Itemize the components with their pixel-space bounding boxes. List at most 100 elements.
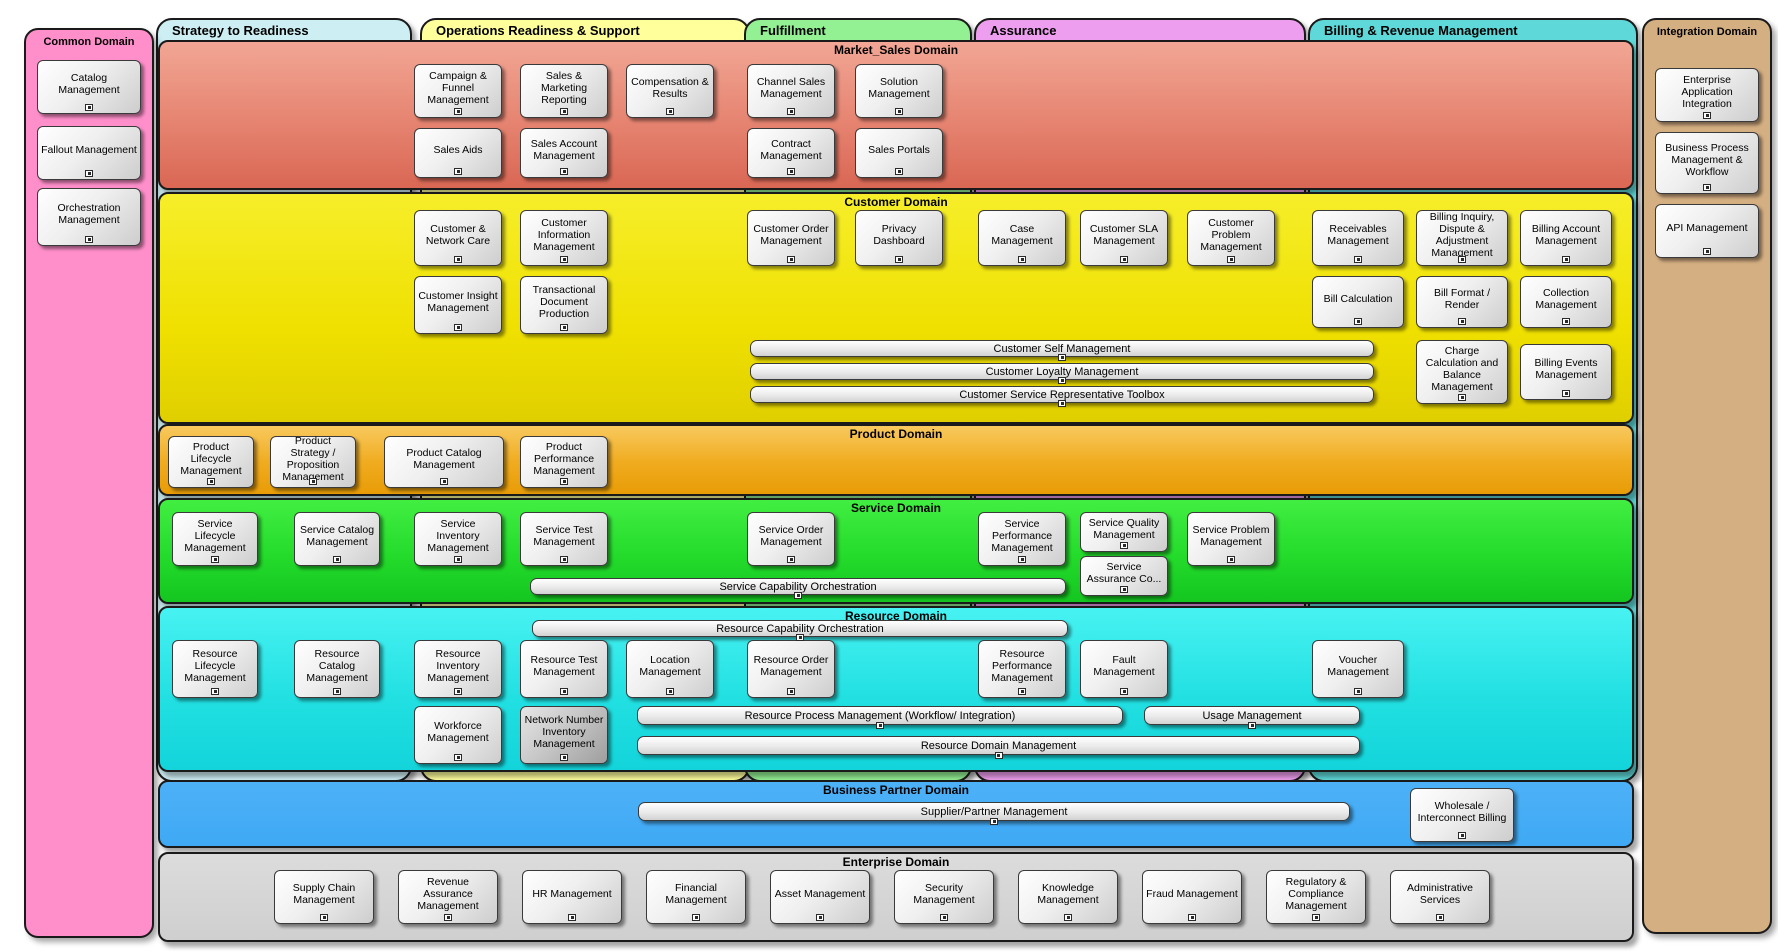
node-transactional-document-production[interactable]: Transactional Document Production — [520, 276, 608, 334]
node-label: Revenue Assurance Management — [417, 875, 479, 913]
node-fallout-management[interactable]: Fallout Management — [37, 126, 141, 180]
bar-resource-process-management[interactable]: Resource Process Management (Workflow/ I… — [637, 706, 1123, 729]
composite-icon — [560, 108, 568, 115]
bar-label: Resource Capability Orchestration — [716, 622, 884, 635]
node-product-lifecycle-management[interactable]: Product Lifecycle Management — [168, 436, 254, 488]
node-bill-format-render[interactable]: Bill Format / Render — [1416, 276, 1508, 328]
node-administrative-services[interactable]: Administrative Services — [1390, 870, 1490, 924]
node-label: Case Management — [991, 222, 1053, 247]
node-charge-calculation-balance-management[interactable]: Charge Calculation and Balance Managemen… — [1416, 340, 1508, 404]
node-label: Service Catalog Management — [299, 523, 375, 548]
node-product-catalog-management[interactable]: Product Catalog Management — [384, 436, 504, 488]
node-resource-lifecycle-management[interactable]: Resource Lifecycle Management — [172, 640, 258, 698]
node-case-management[interactable]: Case Management — [978, 210, 1066, 266]
node-financial-management[interactable]: Financial Management — [646, 870, 746, 924]
bar-usage-management[interactable]: Usage Management — [1144, 706, 1360, 729]
node-collection-management[interactable]: Collection Management — [1520, 276, 1612, 328]
node-label: Customer Information Management — [533, 216, 595, 254]
node-resource-inventory-management[interactable]: Resource Inventory Management — [414, 640, 502, 698]
bar-label: Resource Process Management (Workflow/ I… — [744, 709, 1016, 722]
node-privacy-dashboard[interactable]: Privacy Dashboard — [855, 210, 943, 266]
node-customer-sla-management[interactable]: Customer SLA Management — [1080, 210, 1168, 266]
node-business-process-management-workflow[interactable]: Business Process Management & Workflow — [1655, 132, 1759, 194]
composite-icon — [1458, 318, 1466, 325]
node-catalog-management[interactable]: Catalog Management — [37, 60, 141, 114]
node-service-lifecycle-management[interactable]: Service Lifecycle Management — [172, 512, 258, 566]
node-product-strategy-proposition-management[interactable]: Product Strategy / Proposition Managemen… — [270, 435, 356, 488]
node-receivables-management[interactable]: Receivables Management — [1312, 210, 1404, 266]
node-resource-order-management[interactable]: Resource Order Management — [747, 640, 835, 698]
node-campaign-funnel-management[interactable]: Campaign & Funnel Management — [414, 64, 502, 118]
node-customer-insight-management[interactable]: Customer Insight Management — [414, 276, 502, 334]
node-customer-information-management[interactable]: Customer Information Management — [520, 210, 608, 266]
node-sales-aids[interactable]: Sales Aids — [414, 128, 502, 178]
node-customer-network-care[interactable]: Customer & Network Care — [414, 210, 502, 266]
node-hr-management[interactable]: HR Management — [522, 870, 622, 924]
bar-customer-loyalty-management[interactable]: Customer Loyalty Management — [750, 363, 1374, 384]
bar-resource-capability-orchestration[interactable]: Resource Capability Orchestration — [532, 620, 1068, 641]
node-service-assurance-control[interactable]: Service Assurance Co... — [1080, 556, 1168, 596]
node-workforce-management[interactable]: Workforce Management — [414, 706, 502, 764]
node-service-order-management[interactable]: Service Order Management — [747, 512, 835, 566]
node-wholesale-interconnect-billing[interactable]: Wholesale / Interconnect Billing — [1410, 788, 1514, 842]
node-compensation-results[interactable]: Compensation & Results — [626, 64, 714, 118]
bar-resource-domain-management[interactable]: Resource Domain Management — [637, 736, 1360, 759]
node-sales-account-management[interactable]: Sales Account Management — [520, 128, 608, 178]
node-service-catalog-management[interactable]: Service Catalog Management — [294, 512, 380, 566]
node-service-performance-management[interactable]: Service Performance Management — [978, 512, 1066, 566]
node-billing-inquiry-dispute-adjustment-management[interactable]: Billing Inquiry, Dispute & Adjustment Ma… — [1416, 210, 1508, 266]
composite-icon — [1064, 914, 1072, 921]
node-sales-portals[interactable]: Sales Portals — [855, 128, 943, 178]
bar-customer-self-management[interactable]: Customer Self Management — [750, 340, 1374, 361]
node-product-performance-management[interactable]: Product Performance Management — [520, 436, 608, 488]
node-sales-marketing-reporting[interactable]: Sales & Marketing Reporting — [520, 64, 608, 118]
composite-icon — [333, 556, 341, 563]
bar-supplier-partner-management[interactable]: Supplier/Partner Management — [638, 802, 1350, 825]
composite-icon — [333, 688, 341, 695]
composite-icon — [1227, 556, 1235, 563]
node-contract-management[interactable]: Contract Management — [747, 128, 835, 178]
node-billing-events-management[interactable]: Billing Events Management — [1520, 344, 1612, 400]
node-knowledge-management[interactable]: Knowledge Management — [1018, 870, 1118, 924]
node-revenue-assurance-management[interactable]: Revenue Assurance Management — [398, 870, 498, 924]
node-channel-sales-management[interactable]: Channel Sales Management — [747, 64, 835, 118]
node-customer-order-management[interactable]: Customer Order Management — [747, 210, 835, 266]
node-fault-management[interactable]: Fault Management — [1080, 640, 1168, 698]
composite-icon — [1058, 377, 1066, 384]
node-network-number-inventory-management[interactable]: Network Number Inventory Management — [520, 706, 608, 764]
bar-label: Usage Management — [1202, 709, 1302, 722]
composite-icon — [320, 914, 328, 921]
node-label: Service Test Management — [533, 523, 595, 548]
node-regulatory-compliance-management[interactable]: Regulatory & Compliance Management — [1266, 870, 1366, 924]
bar-service-capability-orchestration[interactable]: Service Capability Orchestration — [530, 578, 1066, 599]
node-enterprise-application-integration[interactable]: Enterprise Application Integration — [1655, 68, 1759, 122]
composite-icon — [666, 688, 674, 695]
node-resource-catalog-management[interactable]: Resource Catalog Management — [294, 640, 380, 698]
node-api-management[interactable]: API Management — [1655, 204, 1759, 258]
node-solution-management[interactable]: Solution Management — [855, 64, 943, 118]
composite-icon — [1703, 248, 1711, 255]
bar-label: Customer Loyalty Management — [985, 365, 1139, 378]
node-service-quality-management[interactable]: Service Quality Management — [1080, 512, 1168, 552]
composite-icon — [1018, 256, 1026, 263]
node-orchestration-management[interactable]: Orchestration Management — [37, 188, 141, 246]
node-resource-test-management[interactable]: Resource Test Management — [520, 640, 608, 698]
node-resource-performance-management[interactable]: Resource Performance Management — [978, 640, 1066, 698]
node-location-management[interactable]: Location Management — [626, 640, 714, 698]
node-voucher-management[interactable]: Voucher Management — [1312, 640, 1404, 698]
node-service-test-management[interactable]: Service Test Management — [520, 512, 608, 566]
node-label: Financial Management — [665, 881, 727, 906]
node-asset-management[interactable]: Asset Management — [770, 870, 870, 924]
node-customer-problem-management[interactable]: Customer Problem Management — [1187, 210, 1275, 266]
node-service-inventory-management[interactable]: Service Inventory Management — [414, 512, 502, 566]
node-bill-calculation[interactable]: Bill Calculation — [1312, 276, 1404, 328]
enterprise-domain-title: Enterprise Domain — [842, 855, 950, 869]
node-supply-chain-management[interactable]: Supply Chain Management — [274, 870, 374, 924]
node-service-problem-management[interactable]: Service Problem Management — [1187, 512, 1275, 566]
bar-customer-service-representative-toolbox[interactable]: Customer Service Representative Toolbox — [750, 386, 1374, 407]
node-fraud-management[interactable]: Fraud Management — [1142, 870, 1242, 924]
node-billing-account-management[interactable]: Billing Account Management — [1520, 210, 1612, 266]
node-security-management[interactable]: Security Management — [894, 870, 994, 924]
node-label: Location Management — [639, 653, 701, 678]
